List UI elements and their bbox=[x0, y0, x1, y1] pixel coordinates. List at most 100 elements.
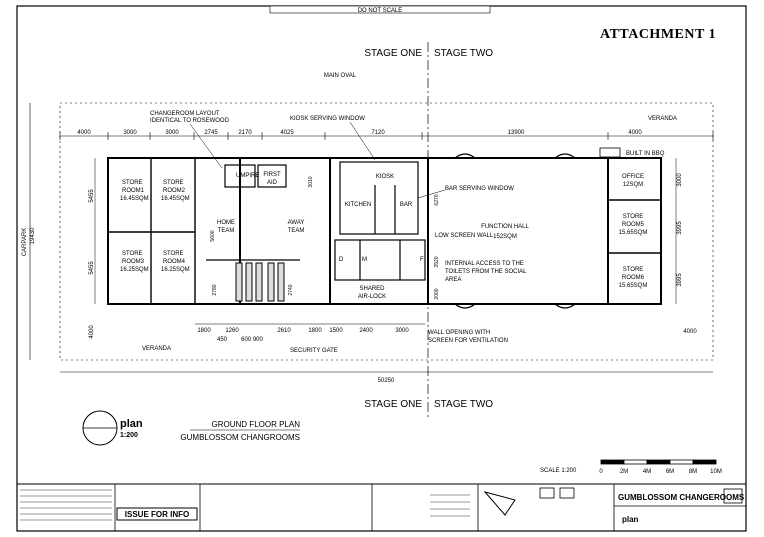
bottom-dim-5: 2400 bbox=[359, 328, 373, 334]
store5-line2: ROOM5 bbox=[622, 222, 645, 228]
veranda-bottom-label: VERANDA bbox=[142, 346, 171, 352]
top-dim-3: 2745 bbox=[204, 130, 218, 136]
store5-line1: STORE bbox=[623, 214, 644, 220]
overall-width-dim: 50250 bbox=[378, 378, 395, 384]
bottom-dim-0: 1800 bbox=[197, 328, 211, 334]
office-name: OFFICE bbox=[622, 174, 644, 180]
bottom-dim-6: 3000 bbox=[395, 328, 409, 334]
plan-title: GROUND FLOOR PLAN bbox=[212, 420, 301, 429]
airlock-line2: AIR-LOCK bbox=[358, 294, 386, 300]
bottom-dim-row2-1: 600 900 bbox=[241, 337, 263, 343]
top-dim-8: 4000 bbox=[628, 130, 642, 136]
bbq-callout: BUILT IN BBQ bbox=[626, 151, 665, 157]
away-team-line1: AWAY bbox=[288, 220, 305, 226]
bottom-dim-1: 1260 bbox=[225, 328, 239, 334]
scale-tick-5: 10M bbox=[710, 469, 722, 475]
wc-d-label: D bbox=[339, 257, 344, 263]
umpire-label: UMPIRE bbox=[236, 173, 259, 179]
carpark-label: CARPARK bbox=[22, 228, 28, 257]
away-team-line2: TEAM bbox=[288, 228, 305, 234]
bottom-dim-2: 2610 bbox=[277, 328, 291, 334]
airlock-line1: SHARED bbox=[359, 286, 385, 292]
store6-line1: STORE bbox=[623, 267, 644, 273]
home-team-line1: HOME bbox=[217, 220, 235, 226]
store3-line2: ROOM3 bbox=[122, 259, 145, 265]
bottom-dim-4: 1500 bbox=[329, 328, 343, 334]
store2-area: 16.45SQM bbox=[161, 196, 190, 202]
left-upper-dim: 5455 bbox=[89, 189, 95, 203]
function-hall-name: FUNCTION HALL bbox=[481, 224, 529, 230]
internal-access-2: TOILETS FROM THE SOCIAL bbox=[445, 269, 527, 275]
inner-dim-6: 3520 bbox=[434, 256, 440, 267]
plan-subtitle: GUMBLOSSOM CHANGROOMS bbox=[180, 433, 300, 442]
store3-line1: STORE bbox=[122, 251, 143, 257]
scale-tick-3: 6M bbox=[666, 469, 674, 475]
sheet-title: plan bbox=[622, 515, 639, 524]
top-dim-2: 3000 bbox=[165, 130, 179, 136]
stage-two-top: STAGE TWO bbox=[434, 48, 493, 59]
issue-status: ISSUE FOR INFO bbox=[125, 510, 189, 519]
firm-logo-icon bbox=[483, 491, 516, 516]
store4-area: 16.25SQM bbox=[161, 267, 190, 273]
internal-access-1: INTERNAL ACCESS TO THE bbox=[445, 261, 524, 267]
bottom-dim-row2-0: 450 bbox=[217, 337, 228, 343]
veranda-top-label: VERANDA bbox=[648, 116, 677, 122]
inner-dim-1: 5600 bbox=[210, 230, 216, 241]
left-bottom-dim: 4000 bbox=[89, 325, 95, 339]
store6-line2: ROOM6 bbox=[622, 275, 645, 281]
top-dim-5: 4025 bbox=[280, 130, 294, 136]
inner-dim-4: 2740 bbox=[288, 284, 294, 295]
right-mid-dim: 3995 bbox=[677, 221, 683, 235]
top-strip-text: DO NOT SCALE bbox=[358, 8, 403, 14]
veranda-boundary bbox=[59, 102, 714, 361]
top-dim-0: 4000 bbox=[77, 130, 91, 136]
first-aid-line1: FIRST bbox=[263, 172, 281, 178]
right-top-dim: 3000 bbox=[677, 173, 683, 187]
low-screen-callout: LOW SCREEN WALL bbox=[435, 233, 494, 239]
store1-area: 16.45SQM bbox=[120, 196, 149, 202]
changeroom-callout-1: CHANGEROOM LAYOUT bbox=[150, 111, 220, 117]
bar-label: BAR bbox=[400, 202, 413, 208]
bar-window-callout: BAR SERVING WINDOW bbox=[445, 186, 514, 192]
office-area: 12SQM bbox=[623, 182, 643, 188]
wall-opening-2: SCREEN FOR VENTILATION bbox=[428, 338, 508, 344]
top-dim-1: 3000 bbox=[123, 130, 137, 136]
store5-area: 15.65SQM bbox=[619, 230, 648, 236]
store1-line1: STORE bbox=[122, 180, 143, 186]
top-dim-6: 7120 bbox=[371, 130, 385, 136]
internal-access-3: AREA bbox=[445, 277, 461, 283]
right-bottom-dim: 4000 bbox=[683, 329, 697, 335]
scale-tick-2: 4M bbox=[643, 469, 651, 475]
scale-tick-4: 8M bbox=[689, 469, 697, 475]
store6-area: 15.65SQM bbox=[619, 283, 648, 289]
scale-tick-1: 2M bbox=[620, 469, 628, 475]
store1-line2: ROOM1 bbox=[122, 188, 145, 194]
top-dim-4: 2170 bbox=[238, 130, 252, 136]
scale-tick-0: 0 bbox=[599, 469, 603, 475]
function-hall-area: 152SQM bbox=[493, 234, 517, 240]
changeroom-callout-2: IDENTICAL TO ROSEWOOD bbox=[150, 118, 230, 124]
attachment-label: ATTACHMENT 1 bbox=[600, 27, 717, 42]
store2-line2: ROOM2 bbox=[163, 188, 186, 194]
top-strip bbox=[269, 5, 491, 14]
project-title: GUMBLOSSOM CHANGEROOMS bbox=[618, 493, 745, 502]
stage-one-bottom: STAGE ONE bbox=[364, 399, 422, 410]
store4-line1: STORE bbox=[163, 251, 184, 257]
wc-m-label: M bbox=[362, 257, 367, 263]
inner-dim-2: 3010 bbox=[308, 176, 314, 187]
kiosk-window-callout: KIOSK SERVING WINDOW bbox=[290, 116, 365, 122]
top-dim-7: 13900 bbox=[508, 130, 525, 136]
kiosk-label: KIOSK bbox=[376, 174, 394, 180]
wall-opening-1: WALL OPENING WITH bbox=[428, 330, 490, 336]
stage-one-top: STAGE ONE bbox=[364, 48, 422, 59]
inner-dim-5: 6270 bbox=[434, 194, 440, 205]
bottom-dim-3: 1800 bbox=[308, 328, 322, 334]
inner-dim-7: 2000 bbox=[434, 288, 440, 299]
scale-label: SCALE 1:200 bbox=[540, 468, 577, 474]
plan-word: plan bbox=[120, 418, 143, 430]
overall-height-dim: 19430 bbox=[30, 227, 36, 244]
kitchen-label: KITCHEN bbox=[345, 202, 371, 208]
wc-f-label: F bbox=[420, 257, 424, 263]
store4-line2: ROOM4 bbox=[163, 259, 186, 265]
